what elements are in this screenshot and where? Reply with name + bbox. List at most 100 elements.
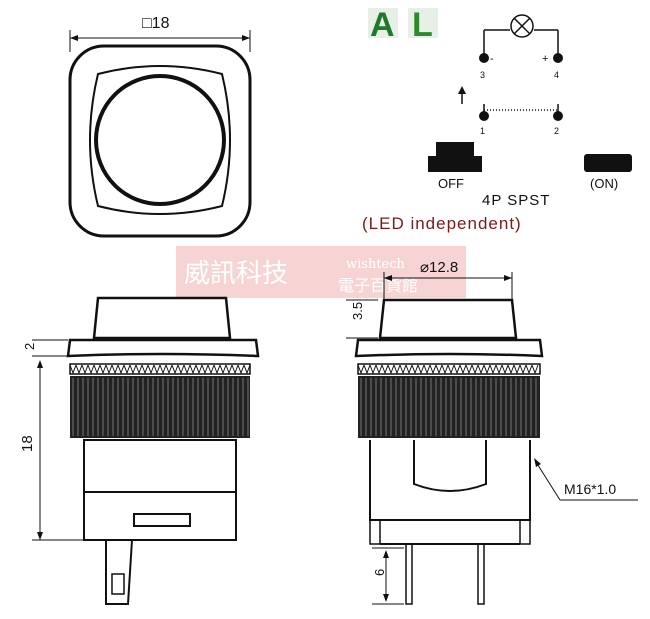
pin-1-label: 1 xyxy=(480,126,485,136)
side-knurl-lines xyxy=(360,378,537,436)
serration-tooth xyxy=(495,364,503,375)
side-serration xyxy=(357,363,541,375)
watermark-bg xyxy=(176,246,466,298)
serration-tooth xyxy=(153,364,161,375)
serration-tooth xyxy=(75,364,83,375)
serration-tooth xyxy=(453,364,461,375)
serration-tooth xyxy=(129,364,137,375)
on-label: (ON) xyxy=(590,176,618,191)
serration-tooth xyxy=(147,364,155,375)
serration-tooth xyxy=(477,364,485,375)
serration-tooth xyxy=(519,364,527,375)
terminal-3 xyxy=(479,53,489,63)
serration-tooth xyxy=(111,364,119,375)
serration-tooth xyxy=(219,364,227,375)
terminal-2 xyxy=(553,111,563,121)
serration-tooth xyxy=(429,364,437,375)
serration-tooth xyxy=(213,364,221,375)
serration-tooth xyxy=(405,364,413,375)
logo-l: L xyxy=(412,6,433,44)
inner-bezel xyxy=(89,65,231,215)
side-flange xyxy=(354,338,544,358)
front-view: 2 18 xyxy=(19,296,260,605)
serration-tooth xyxy=(471,364,479,375)
outer-bezel xyxy=(68,44,252,238)
serration-tooth xyxy=(387,364,395,375)
serration-tooth xyxy=(531,364,539,375)
pin-2-label: 2 xyxy=(554,126,559,136)
minus-sign: - xyxy=(490,53,494,65)
serration-tooth xyxy=(87,364,95,375)
serration-tooth xyxy=(135,364,143,375)
serration-tooth xyxy=(513,364,521,375)
front-terminal-hole xyxy=(111,573,125,595)
front-serration-teeth xyxy=(69,364,251,375)
serration-tooth xyxy=(381,364,389,375)
serration-tooth xyxy=(231,364,239,375)
serration-tooth xyxy=(171,364,179,375)
serration-tooth xyxy=(225,364,233,375)
serration-tooth xyxy=(207,364,215,375)
top-dim-label: □18 xyxy=(142,15,170,32)
serration-tooth xyxy=(441,364,449,375)
front-cap xyxy=(92,296,232,340)
serration-tooth xyxy=(399,364,407,375)
serration-tooth xyxy=(195,364,203,375)
front-body-upper xyxy=(83,439,237,493)
side-clip-left xyxy=(369,519,381,545)
side-view: ⌀12.8 3.5 6 M16*1.0 xyxy=(346,259,638,605)
logo-a: A xyxy=(370,6,395,44)
thread-dim: M16*1.0 xyxy=(564,481,616,497)
front-flange-dim: 2 xyxy=(22,343,37,350)
serration-tooth xyxy=(237,364,245,375)
off-label: OFF xyxy=(438,176,464,191)
thread-leader xyxy=(535,461,561,501)
side-diameter-dim: ⌀12.8 xyxy=(420,259,458,276)
serration-tooth xyxy=(423,364,431,375)
serration-tooth xyxy=(93,364,101,375)
front-serration xyxy=(69,363,251,375)
serration-tooth xyxy=(459,364,467,375)
side-knurled-nut xyxy=(358,376,540,438)
on-button-symbol xyxy=(584,154,632,172)
top-view: □18 xyxy=(68,15,252,238)
watermark-chinese: 威訊科技 xyxy=(184,259,288,289)
side-cap-dim: 3.5 xyxy=(350,302,365,320)
watermark: 威訊科技 wishtech 電子百貨館 xyxy=(176,246,466,298)
terminal-4 xyxy=(553,53,563,63)
serration-tooth xyxy=(411,364,419,375)
pin-3-label: 3 xyxy=(480,70,485,80)
serration-tooth xyxy=(489,364,497,375)
serration-tooth xyxy=(357,364,365,375)
serration-tooth xyxy=(165,364,173,375)
side-body xyxy=(369,440,531,521)
serration-tooth xyxy=(393,364,401,375)
led-note-label: (LED independent) xyxy=(362,214,522,233)
serration-tooth xyxy=(483,364,491,375)
serration-tooth xyxy=(117,364,125,375)
off-button-symbol xyxy=(428,142,482,172)
side-pin-dim: 6 xyxy=(372,569,387,576)
serration-tooth xyxy=(99,364,107,375)
plus-sign: + xyxy=(542,53,548,65)
serration-tooth xyxy=(189,364,197,375)
logo-l-bg xyxy=(408,8,438,38)
serration-tooth xyxy=(465,364,473,375)
serration-tooth xyxy=(525,364,533,375)
serration-tooth xyxy=(417,364,425,375)
watermark-brand: wishtech xyxy=(346,257,406,272)
serration-tooth xyxy=(369,364,377,375)
serration-tooth xyxy=(447,364,455,375)
serration-tooth xyxy=(81,364,89,375)
serration-tooth xyxy=(507,364,515,375)
side-pin-left xyxy=(405,543,413,605)
front-terminal xyxy=(105,539,133,605)
side-clip-right xyxy=(519,519,531,545)
logo-a-bg xyxy=(368,8,398,38)
actuator-arrow-icon xyxy=(458,86,466,104)
serration-tooth xyxy=(105,364,113,375)
serration-tooth xyxy=(141,364,149,375)
serration-tooth xyxy=(183,364,191,375)
switch-schematic: - + 3 4 1 2 OFF (ON) 4P SPST (LED indepe… xyxy=(362,14,632,233)
